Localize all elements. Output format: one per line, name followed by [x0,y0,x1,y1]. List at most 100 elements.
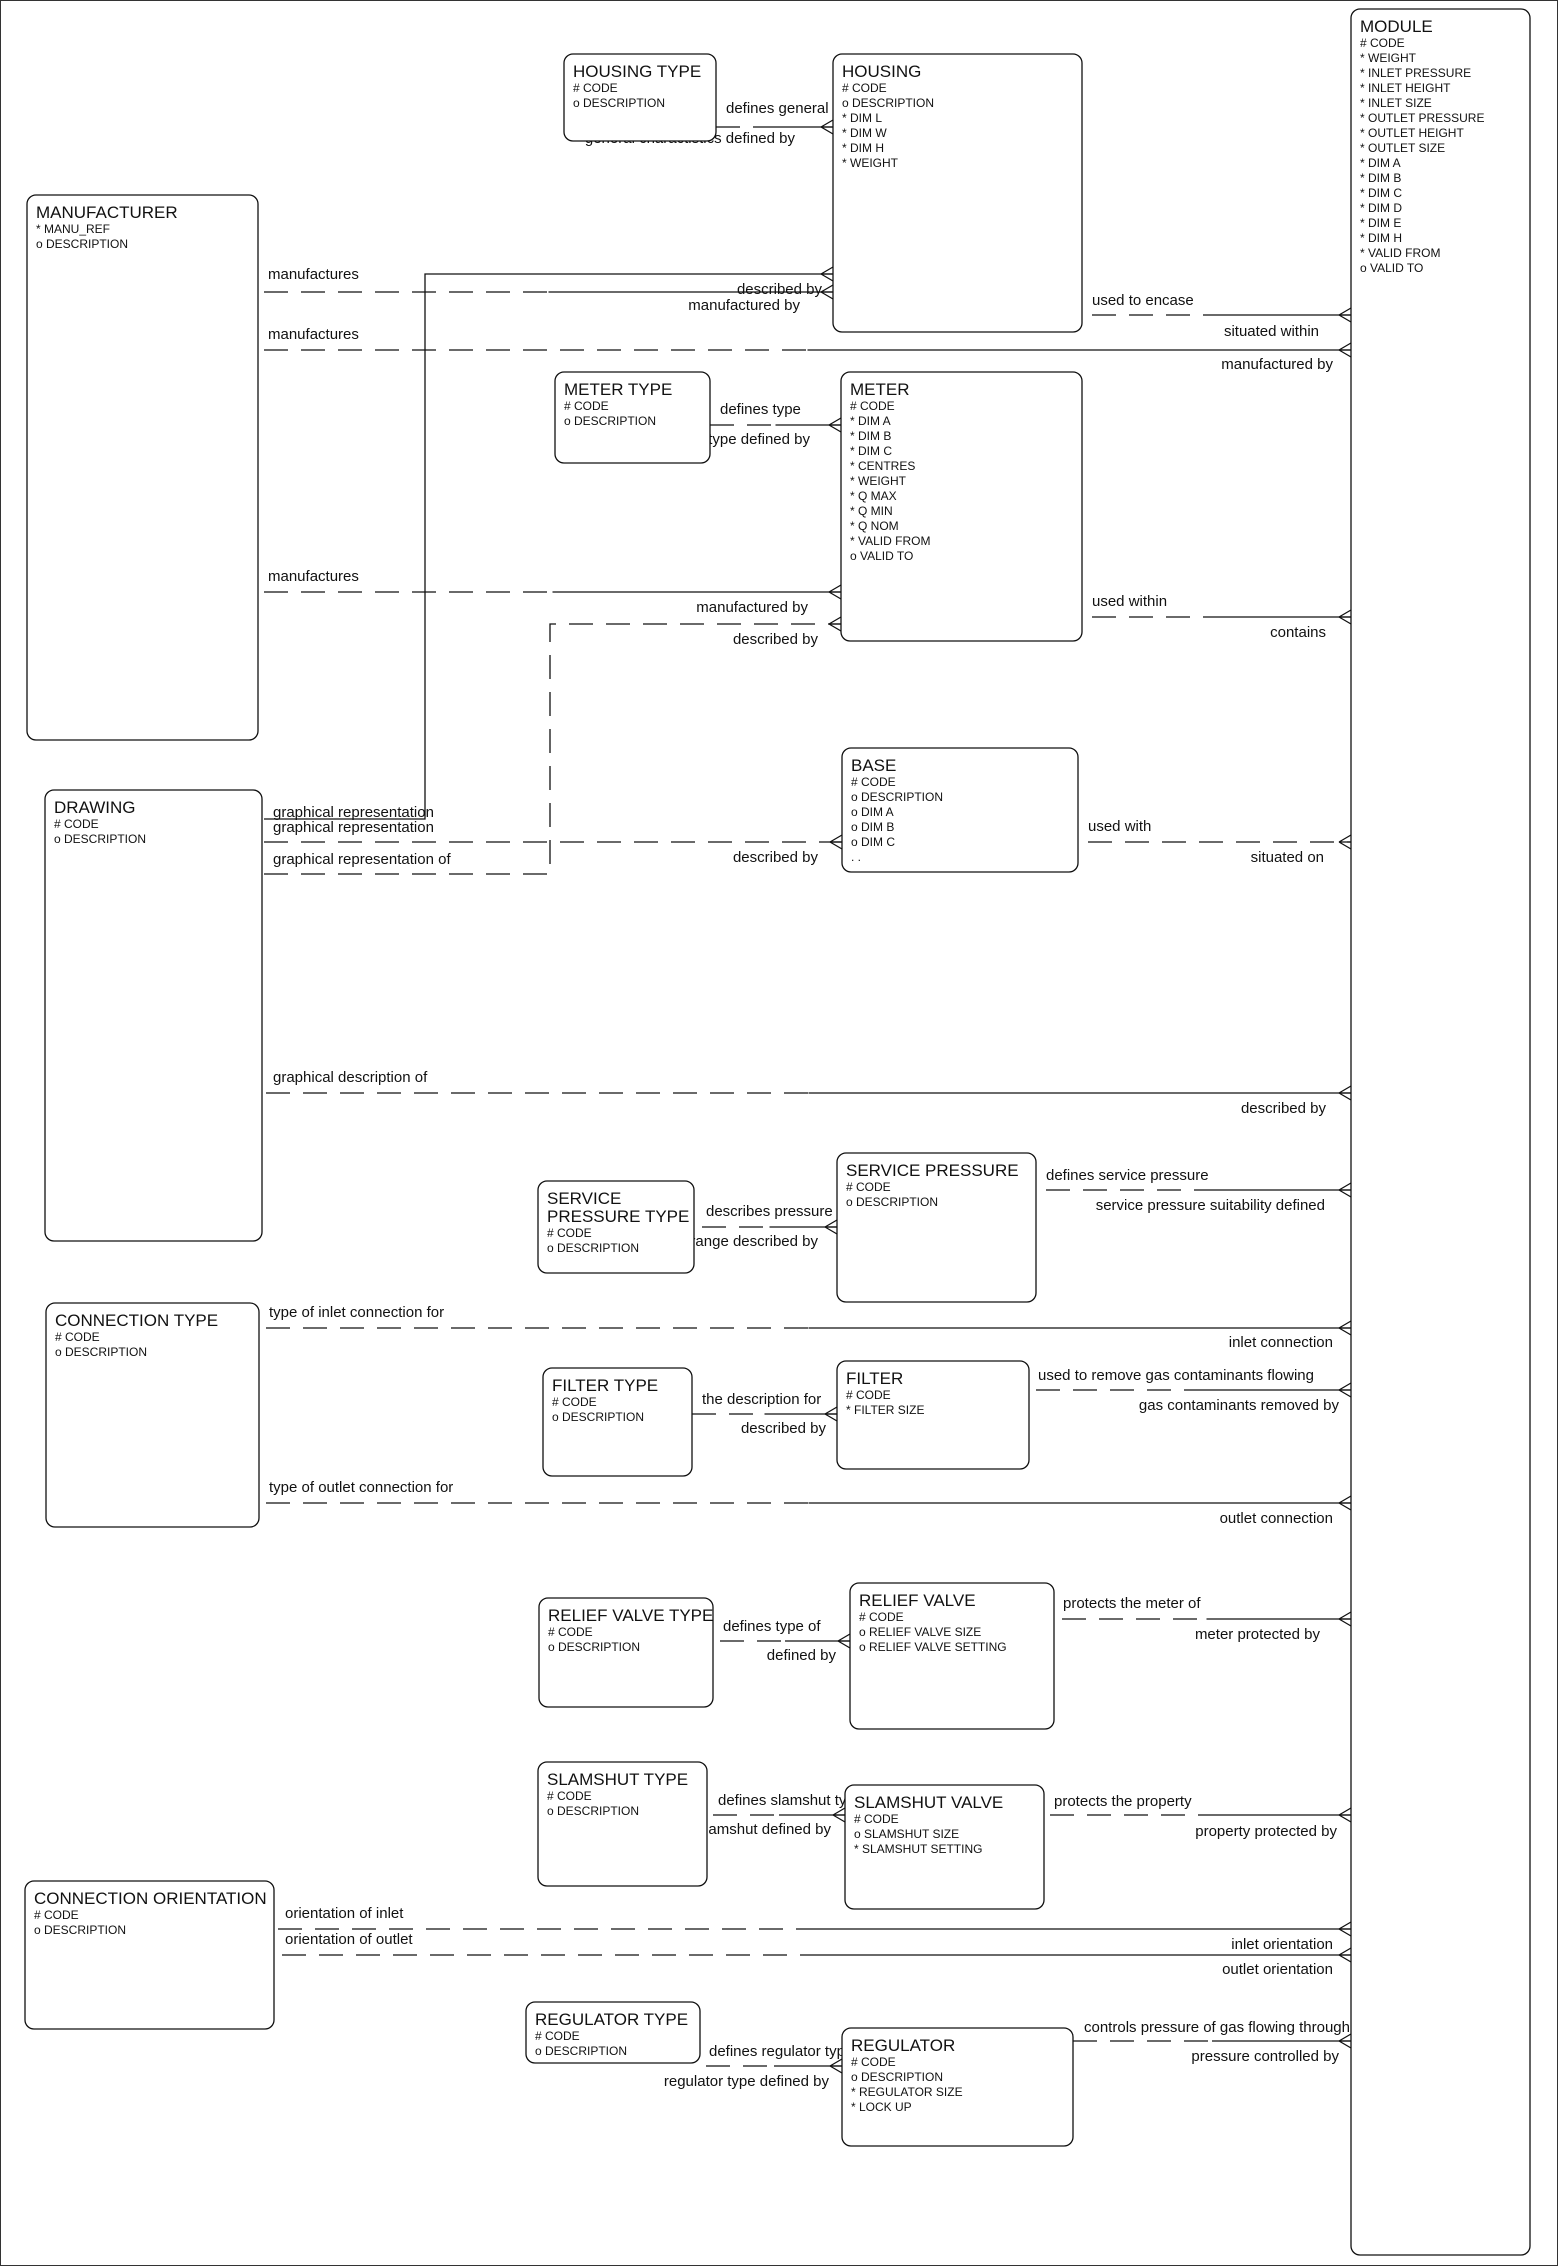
entity-attribute: o SLAMSHUT SIZE [854,1827,959,1841]
entity-attribute: * INLET HEIGHT [1360,81,1451,95]
entity-box [1350,8,1531,2256]
entity-attribute: * REGULATOR SIZE [851,2085,963,2099]
entity-attribute: o DESCRIPTION [573,96,665,110]
entity-title: SERVICE [547,1189,621,1208]
crowfoot-marker [820,119,834,135]
crowfoot-marker [820,266,834,282]
crowfoot-marker [828,584,842,600]
entity-attribute: # CODE [854,1812,899,1826]
crowfoot-marker [828,417,842,433]
relationship-label: used with [1088,818,1151,835]
crowfoot-marker [829,2058,843,2074]
entity-attribute: * DIM B [1360,171,1401,185]
relationship-label: protects the meter of [1063,1595,1201,1612]
entity-attribute: o DESCRIPTION [54,832,146,846]
entity-box [24,1880,275,2030]
entity-attribute: * VALID FROM [850,534,930,548]
entity-attribute: * MANU_REF [36,222,110,236]
entity-attribute: * VALID FROM [1360,246,1440,260]
entity-attribute: # CODE [851,2055,896,2069]
entity-attribute: # CODE [846,1388,891,1402]
relationship-label: situated within [1224,323,1319,340]
relationship-label: graphical representation [273,804,434,821]
entity-title: RELIEF VALVE [859,1591,976,1610]
entity-box [542,1367,693,1477]
entity-box [849,1582,1055,1730]
crowfoot-marker [1338,1320,1352,1336]
relationship-label: described by [733,631,819,648]
entity-attribute: * DIM A [1360,156,1401,170]
entity-attribute: # CODE [547,1789,592,1803]
entity-attribute: o DESCRIPTION [564,414,656,428]
entity-attribute: o DESCRIPTION [535,2044,627,2058]
entity-box [44,789,263,1242]
entity-attribute: o RELIEF VALVE SIZE [859,1625,981,1639]
entity-attribute: # CODE [859,1610,904,1624]
entity-box [840,371,1083,642]
entity-attribute: # CODE [842,81,887,95]
relationship-label: described by [741,1420,827,1437]
entity-title: DRAWING [54,798,136,817]
crowfoot-marker [820,284,834,300]
entity-title: HOUSING [842,62,921,81]
entity-attribute: o DESCRIPTION [547,1804,639,1818]
entity-box [554,371,711,464]
entity-attribute: # CODE [573,81,618,95]
relationship-label: defines regulator type [709,2043,853,2060]
entity-attribute: * DIM D [1360,201,1402,215]
crowfoot-marker [832,1807,846,1823]
entity-title: FILTER TYPE [552,1376,658,1395]
entity-attribute: * DIM A [850,414,891,428]
entity-box [832,53,1083,333]
entity-attribute: * DIM W [842,126,887,140]
entity-box [563,53,717,142]
entity-title: REGULATOR TYPE [535,2010,688,2029]
entity-attribute: o DESCRIPTION [548,1640,640,1654]
entity-attribute: * FILTER SIZE [846,1403,924,1417]
relationship-label: defines slamshut type [718,1792,863,1809]
entity-attribute: * WEIGHT [850,474,907,488]
crowfoot-marker [1338,1921,1352,1937]
entity-meter[interactable]: METER# CODE* DIM A* DIM B* DIM C* CENTRE… [840,371,1083,642]
entity-filter[interactable]: FILTER# CODE* FILTER SIZE [836,1360,1030,1470]
relationship-label: type of inlet connection for [269,1304,444,1321]
relationship-label: property protected by [1195,1823,1337,1840]
relationship-label: manufactures [268,568,359,585]
entity-title: HOUSING TYPE [573,62,701,81]
relationship-label: used to encase [1092,292,1194,309]
crowfoot-marker [1338,609,1352,625]
relationship-label: defines type of [723,1618,821,1635]
entity-attribute: o DESCRIPTION [846,1195,938,1209]
entity-title: CONNECTION TYPE [55,1311,218,1330]
entity-attribute: * INLET SIZE [1360,96,1432,110]
entity-attribute: * OUTLET HEIGHT [1360,126,1464,140]
entity-module[interactable]: MODULE# CODE* WEIGHT* INLET PRESSURE* IN… [1350,8,1531,2256]
crowfoot-marker [824,1219,838,1235]
relationship-label: describes pressure range [706,1203,875,1220]
relationship-label: gas contaminants removed by [1139,1397,1340,1414]
entity-attribute: # CODE [564,399,609,413]
entity-attribute: o RELIEF VALVE SETTING [859,1640,1007,1654]
crowfoot-marker [1338,1611,1352,1627]
relationship-label: situated on [1251,849,1324,866]
entity-attribute: * INLET PRESSURE [1360,66,1471,80]
crowfoot-marker [1338,1382,1352,1398]
